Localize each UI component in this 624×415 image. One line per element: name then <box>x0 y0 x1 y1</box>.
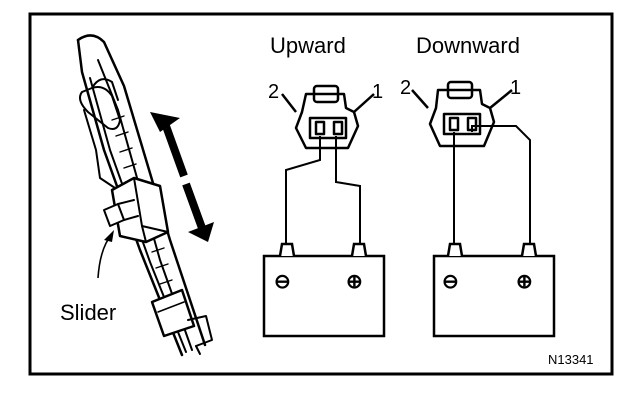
slider-label: Slider <box>60 300 116 325</box>
upward-pin-2-label: 2 <box>268 81 279 103</box>
downward-pin-2-label: 2 <box>400 77 411 99</box>
downward-positive-terminal: ⊕ <box>516 271 533 293</box>
slider-leader-arrow-icon <box>104 230 114 242</box>
upward-wiring <box>285 136 361 248</box>
downward-battery <box>432 242 556 338</box>
figure-frame <box>28 12 614 376</box>
downward-negative-terminal: ⊖ <box>442 271 459 293</box>
upward-positive-terminal: ⊕ <box>346 271 363 293</box>
upward-battery <box>262 242 386 338</box>
downward-wiring <box>453 125 531 248</box>
upward-connector <box>281 84 375 150</box>
up-arrow-icon <box>150 112 188 178</box>
figure-code: N13341 <box>548 352 594 367</box>
downward-connector <box>411 80 513 148</box>
downward-pin-1-label: 1 <box>510 77 521 99</box>
upward-pin-1-label: 1 <box>372 81 383 103</box>
down-arrow-icon <box>182 182 214 242</box>
slider-illustration <box>76 34 213 357</box>
upward-negative-terminal: ⊖ <box>274 271 291 293</box>
panel-upward-title: Upward <box>270 33 346 58</box>
panel-downward-title: Downward <box>416 33 520 58</box>
